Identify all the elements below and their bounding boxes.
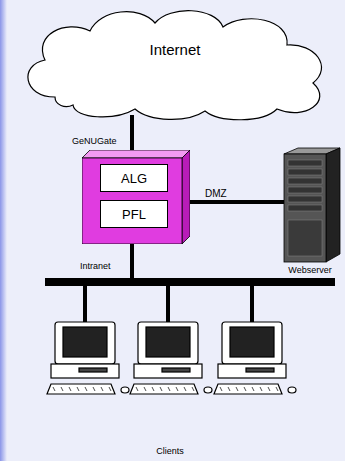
client-computer	[214, 322, 296, 394]
link-label: DMZ	[204, 188, 228, 199]
server-outline	[278, 146, 342, 278]
side-strip	[0, 0, 7, 461]
client-computer	[130, 322, 212, 394]
network-bus: Intranet	[45, 278, 335, 286]
internet-cloud: Internet	[15, 5, 335, 123]
client-computer	[47, 322, 129, 394]
gateway-module: ALG	[100, 164, 168, 192]
webserver-tower: Webserver	[278, 146, 342, 278]
gateway-module: PFL	[100, 200, 168, 228]
group-label: Clients	[156, 446, 184, 456]
network-link	[130, 115, 134, 150]
network-link	[190, 200, 284, 204]
network-link	[130, 244, 134, 278]
firewall-gateway: GeNUGateALGPFL	[82, 150, 190, 244]
cloud-outline	[15, 5, 335, 123]
